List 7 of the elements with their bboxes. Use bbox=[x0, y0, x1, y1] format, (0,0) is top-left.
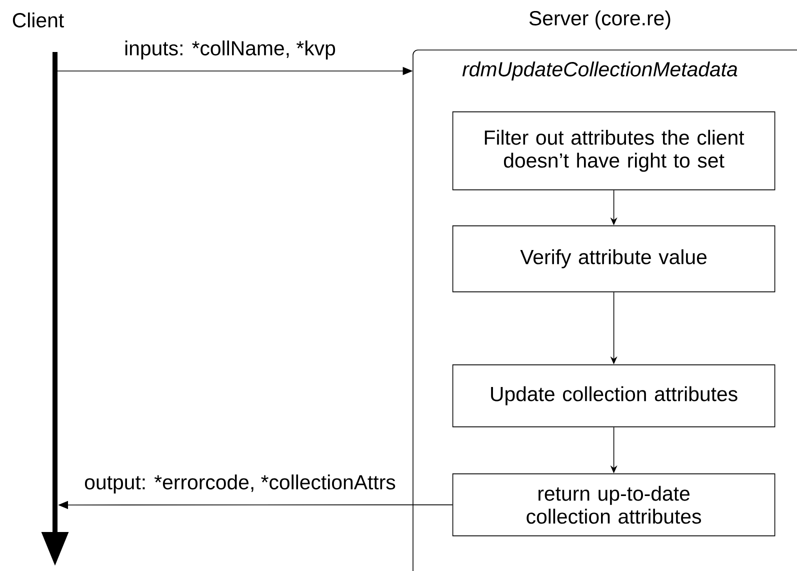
process-box: return up-to-date collection attributes bbox=[452, 473, 776, 536]
process-box: Filter out attributes the client doesn’t have right to set bbox=[452, 111, 776, 190]
edge-label: inputs: *collName, *kvp bbox=[123, 39, 337, 61]
lane-label: Client bbox=[12, 12, 64, 28]
edge-label: output: *errorcode, *collectionAttrs bbox=[83, 473, 397, 494]
process-box: Update collection attributes bbox=[452, 364, 776, 428]
process-box: Verify attribute value bbox=[452, 225, 776, 292]
